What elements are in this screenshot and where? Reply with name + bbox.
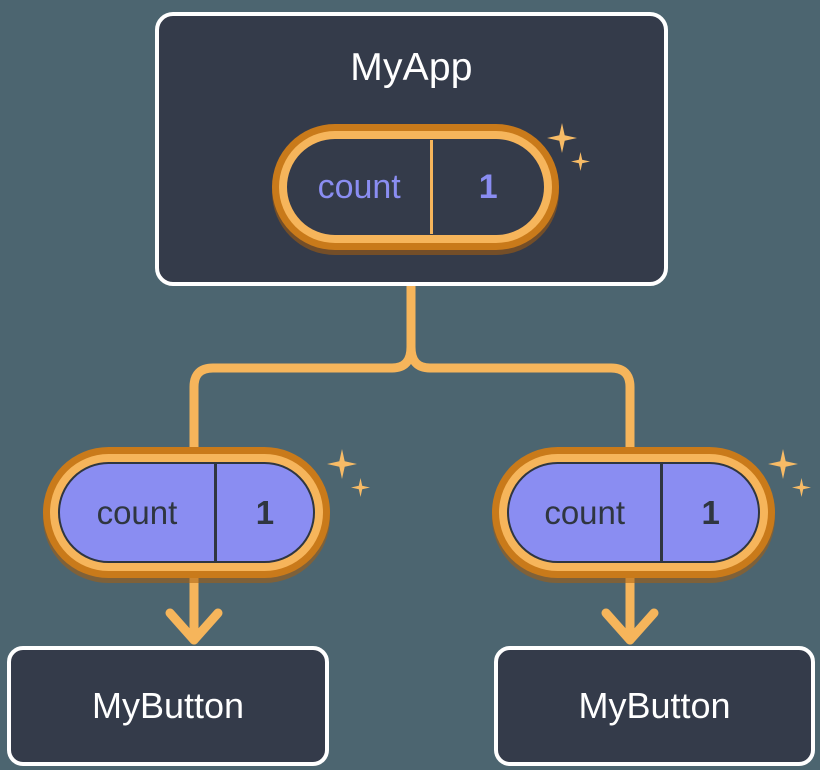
signal-pill-child-right[interactable]: count 1 (492, 447, 775, 578)
mybutton-card-left[interactable]: MyButton (7, 646, 329, 766)
signal-pill-child-left[interactable]: count 1 (43, 447, 330, 578)
sparkle-icon (547, 123, 577, 153)
signal-pill-body: count 1 (507, 462, 760, 563)
signal-value: 1 (255, 494, 275, 531)
sparkle-small-icon (351, 478, 370, 497)
signal-name: count (60, 464, 217, 561)
sparkle-small-icon (571, 152, 590, 171)
reactive-sparkle-parent (547, 114, 607, 174)
signal-pill-ring: count 1 (499, 454, 768, 571)
sparkle-icon (327, 449, 357, 479)
mybutton-label: MyButton (578, 685, 731, 726)
signal-name: count (509, 464, 664, 561)
arrow-head-left (165, 608, 223, 645)
signal-value: 1 (478, 168, 498, 206)
signal-value: 1 (701, 494, 720, 531)
myapp-card[interactable]: MyApp count 1 (155, 12, 668, 286)
sparkle-icon (768, 449, 798, 479)
mybutton-label: MyButton (91, 685, 245, 726)
reactive-sparkle-child-right (766, 440, 820, 500)
connector-branch-right (406, 342, 635, 452)
arrow-head-right (601, 608, 659, 645)
mybutton-card-right[interactable]: MyButton (494, 646, 815, 766)
connector-branch-left (189, 342, 416, 452)
signal-name: count (288, 140, 434, 234)
signal-pill-body: count 1 (58, 462, 315, 563)
signal-pill-ring: count 1 (279, 131, 552, 243)
signal-pill-body: count 1 (287, 139, 544, 235)
signal-pill-parent[interactable]: count 1 (272, 124, 559, 250)
reactive-sparkle-child-left (325, 440, 385, 500)
signal-pill-ring: count 1 (50, 454, 323, 571)
page-title: MyApp (350, 46, 473, 89)
sparkle-small-icon (792, 478, 811, 497)
